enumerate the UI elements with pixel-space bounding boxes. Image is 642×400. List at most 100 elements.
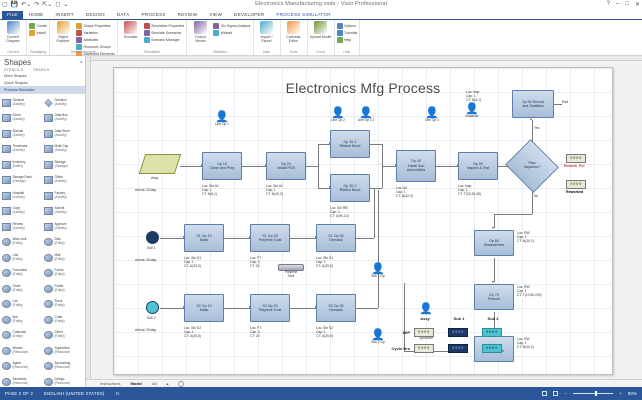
shape-item-crate[interactable]: Crate(Entity) [43,312,85,328]
drawing-page[interactable]: Electronics Mfg Process [113,67,613,375]
counter-rework-pct[interactable]: 0000 [566,154,586,163]
shape-item-supervisor[interactable]: Supervisor(Resource) [43,343,85,359]
restore-icon[interactable]: □ [625,1,629,7]
shape-item-call[interactable]: Call(Entity) [1,250,43,266]
simulate-scenarios-button[interactable]: Simulate Scenarios [143,30,185,36]
activity-op30-1[interactable]: Op 30-1 Ribbon Bond [330,130,370,158]
options-button[interactable]: Options [336,23,358,29]
tab-process[interactable]: PROCESS [141,12,166,17]
help-button[interactable]: Help [336,37,358,43]
quick-access-toolbar[interactable]: ▢ 💾 ↶⌄ ↷ ⇱⌄ ◻ ⌄ [2,1,68,8]
advanced-elements-button[interactable]: Advanced Elements [76,51,115,57]
zoom-in-icon[interactable]: + [619,391,622,396]
import-export-button[interactable]: Import / Export [256,21,278,43]
page-tab-model[interactable]: Model [130,381,143,386]
create-button[interactable]: Create [29,23,47,29]
simulation-properties-button[interactable]: Simulation Properties [143,23,184,29]
drawing-canvas[interactable]: Electronics Mfg Process [86,56,642,387]
shape-item-multi-cap[interactable]: Multi-Cap(Activity) [43,142,85,158]
normal-view-icon[interactable] [542,391,548,396]
undo-icon[interactable]: ↶⌄ [21,2,32,8]
shape-item-design[interactable]: Design(Resource) [43,374,85,387]
redo-icon[interactable]: ↷ [34,2,40,8]
calendar-editor-button[interactable]: Calendar Editor [283,21,305,43]
resource-line-op-1[interactable]: 👤 Line Op 1 [210,112,234,127]
stencil-row-more-shapes[interactable]: More Shapes [4,73,27,78]
minitab-button[interactable]: Minitab [213,30,250,36]
entity-sub1-shape[interactable] [146,231,159,244]
page-tab-all[interactable]: All [152,381,157,386]
convert-diagram-button[interactable]: Convert Diagram [2,21,24,43]
tab-home[interactable]: HOME [28,12,44,17]
shape-item-mail[interactable]: Mail(Entity) [43,250,85,266]
object-explorer-button[interactable]: Object Explorer [52,21,74,43]
shape-gallery[interactable]: General(Activity)Decision(Activity)Event… [0,93,85,387]
add-page-icon[interactable] [178,380,185,387]
shape-item-work-unit[interactable]: Work Unit(Entity) [1,235,43,251]
activity-op60[interactable]: Op 60 Disassemble [474,230,514,256]
shape-item-general[interactable]: General(Activity) [1,95,43,111]
activity-op30-2[interactable]: Op 30-2 Ribbon Bond [330,174,370,202]
activity-op40[interactable]: Op 40 Install Sub Assemblies [396,150,436,182]
shape-item-decision[interactable]: Decision(Activity) [43,95,85,111]
activity-s2op30[interactable]: S2 Op 30 Demask [316,294,356,322]
variables-button[interactable]: Variables [76,30,115,36]
shape-item-order[interactable]: Order(Entity) [1,281,43,297]
activity-s2op10[interactable]: S2 Op 10 Mask [184,294,224,322]
shape-item-data-box[interactable]: Data Box(Activity) [43,111,85,127]
resource-line-op-2-2[interactable]: 👤 Line Op 2.2 [354,108,378,123]
resource-groups-button[interactable]: Resource Groups [76,44,115,50]
status-right-group[interactable]: − + 90% [542,391,637,396]
metrics-cell-wip-sub-2[interactable]: 0000 [482,328,502,337]
search-link[interactable]: SEARCH [33,68,50,72]
tutorials-button[interactable]: Tutorials [336,30,357,36]
stencil-row-process-simulator[interactable]: Process Simulator [0,86,85,93]
shape-item-disk[interactable]: Disk(Entity) [43,235,85,251]
metrics-cell-wip-sub-1[interactable]: 0000 [448,328,468,337]
shape-item-worker[interactable]: Worker(Resource) [1,343,43,359]
help-icon[interactable]: ? [606,1,610,7]
resource-line-op-2[interactable]: 👤 Line Op 2 [326,108,350,123]
shape-item-manual[interactable]: Manual(Activity) [1,126,43,142]
metrics-cell-cycle-hrs-assy[interactable]: 0000 [414,344,434,353]
accessibility-icon[interactable]: ☷ [115,391,120,396]
shape-item-factory[interactable]: Factory(Activity) [43,188,85,204]
activity-op70[interactable]: Op 70 Rework [474,284,514,310]
shape-item-assembly[interactable]: Assembly(Resource) [1,374,43,387]
attributes-button[interactable]: Attributes [76,37,115,43]
save-icon[interactable]: 💾 [10,2,19,8]
simulate-play-button[interactable]: Simulate [120,21,142,39]
shape-item-storage-rack[interactable]: Storage Rack(Storage) [1,173,43,189]
tab-review[interactable]: REVIEW [177,12,198,17]
activity-s1op30[interactable]: S1 Op 30 Demask [316,224,356,252]
shape-properties-button[interactable]: Shape Properties [76,23,115,29]
resource-sub2-op[interactable]: 👤 Sub 2 Op [366,330,390,345]
shape-item-office[interactable]: Office(Activity) [43,173,85,189]
zoom-out-icon[interactable]: − [564,391,568,396]
activity-s2op20[interactable]: S2 Op 20 Parylene Coat [250,294,290,322]
shape-item-forms[interactable]: Forms(Entity) [43,266,85,282]
close-icon[interactable]: ✕ [634,2,640,8]
shape-item-event[interactable]: Event(Activity) [1,111,43,127]
shape-item-terminator[interactable]: Terminator(Activity) [1,142,43,158]
activity-op50[interactable]: Op 50 Inspect & Test [458,152,498,180]
install-button[interactable]: Install [29,30,47,36]
shape-item-customer[interactable]: Customer(Entity) [1,328,43,344]
shape-item-submit[interactable]: Submit(Activity) [43,204,85,220]
collapse-panel-icon[interactable]: ◂ [79,59,82,64]
metrics-cell-cycle-hrs-sub-1[interactable]: 0000 [448,344,468,353]
six-sigma-button[interactable]: Six Sigma Analysis [213,23,251,29]
resource-line-op-3[interactable]: 👤 Line Op 3 [420,108,444,123]
shape-item-folder[interactable]: Folder(Entity) [43,281,85,297]
tab-data[interactable]: DATA [116,12,130,17]
metrics-cell-wip-assy[interactable]: 0000 [414,328,434,337]
tab-insert[interactable]: INSERT [55,12,74,17]
activity-op10[interactable]: Op 10 Clean and Prep [202,152,242,180]
tab-view[interactable]: VIEW [209,12,223,17]
shape-item-box[interactable]: Box(Entity) [1,312,43,328]
resource-parylene-tank[interactable]: Parylene Tank [274,264,308,279]
fullscreen-view-icon[interactable] [553,391,559,396]
shape-item-copy[interactable]: Copy(Activity) [1,204,43,220]
